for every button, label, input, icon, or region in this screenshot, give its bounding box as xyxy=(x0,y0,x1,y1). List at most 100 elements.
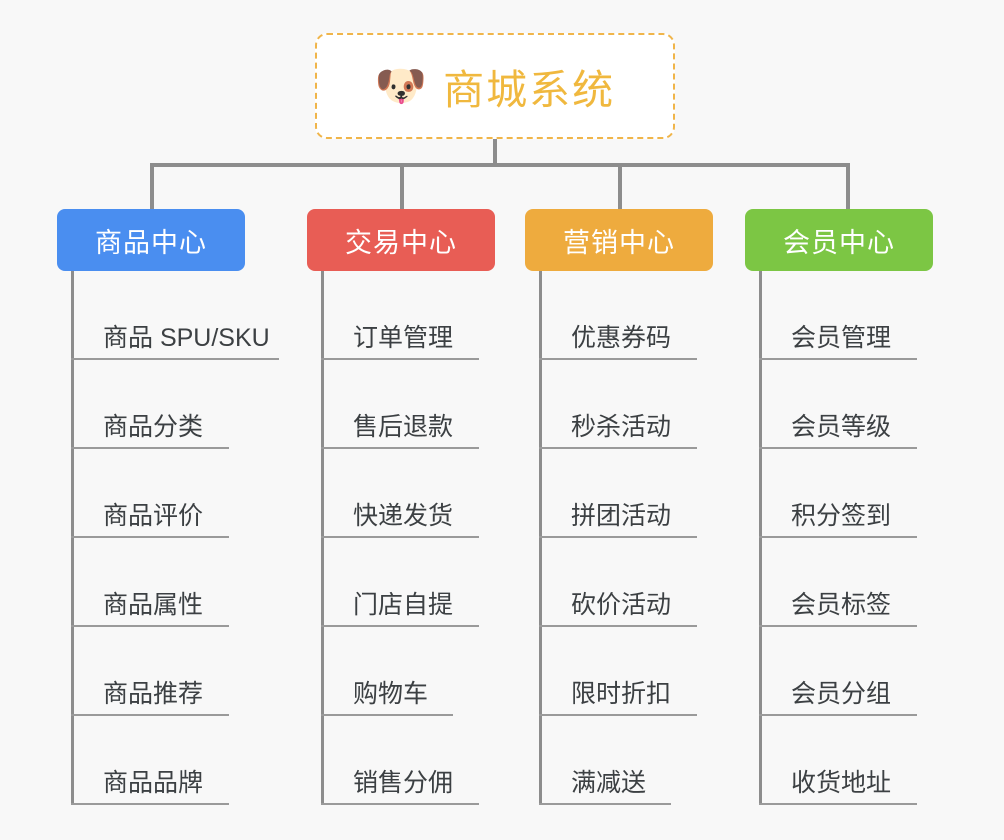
leaf-item[interactable]: 收货地址 xyxy=(759,716,933,805)
leaf-label: 积分签到 xyxy=(791,502,892,530)
category-column-member-center: 会员中心 会员管理 会员等级 积分签到 会员标签 会员分组 xyxy=(745,209,933,805)
leaf-label: 秒杀活动 xyxy=(571,413,672,441)
leaf-underline xyxy=(321,358,479,360)
leaf-underline xyxy=(759,358,917,360)
leaf-label: 商品 SPU/SKU xyxy=(103,324,270,352)
connector-drop-4 xyxy=(846,163,850,209)
category-header-product-center[interactable]: 商品中心 xyxy=(57,209,245,271)
category-header-member-center[interactable]: 会员中心 xyxy=(745,209,933,271)
leaf-underline xyxy=(539,714,697,716)
leaf-item[interactable]: 商品分类 xyxy=(71,360,270,449)
leaf-label: 限时折扣 xyxy=(571,680,672,708)
leaf-item[interactable]: 门店自提 xyxy=(321,538,495,627)
leaf-item[interactable]: 秒杀活动 xyxy=(539,360,713,449)
category-column-marketing-center: 营销中心 优惠券码 秒杀活动 拼团活动 砍价活动 限时折扣 xyxy=(525,209,713,805)
leaf-underline xyxy=(321,447,479,449)
leaf-underline xyxy=(539,536,697,538)
category-column-trade-center: 交易中心 订单管理 售后退款 快递发货 门店自提 购物车 xyxy=(307,209,495,805)
leaf-item[interactable]: 商品 SPU/SKU xyxy=(71,271,279,360)
leaf-item[interactable]: 拼团活动 xyxy=(539,449,713,538)
leaf-item[interactable]: 快递发货 xyxy=(321,449,495,538)
leaf-item[interactable]: 积分签到 xyxy=(759,449,933,538)
leaf-label: 会员等级 xyxy=(791,413,892,441)
connector-drop-3 xyxy=(618,163,622,209)
leaf-underline xyxy=(321,803,479,805)
leaf-list-product-center: 商品 SPU/SKU 商品分类 商品评价 商品属性 商品推荐 商品品牌 xyxy=(71,271,279,805)
leaf-item[interactable]: 商品品牌 xyxy=(71,716,270,805)
leaf-underline xyxy=(759,625,917,627)
leaf-underline xyxy=(539,625,697,627)
leaf-underline xyxy=(539,803,671,805)
leaf-label: 拼团活动 xyxy=(571,502,672,530)
leaf-item[interactable]: 商品评价 xyxy=(71,449,270,538)
leaf-underline xyxy=(759,803,917,805)
category-header-label: 会员中心 xyxy=(783,227,895,258)
category-header-label: 营销中心 xyxy=(563,227,675,258)
leaf-item[interactable]: 优惠券码 xyxy=(539,271,713,360)
leaf-label: 会员标签 xyxy=(791,591,892,619)
leaf-item[interactable]: 订单管理 xyxy=(321,271,495,360)
leaf-underline xyxy=(71,447,229,449)
category-header-marketing-center[interactable]: 营销中心 xyxy=(525,209,713,271)
root-node[interactable]: 🐶 商城系统 xyxy=(315,33,675,139)
leaf-underline xyxy=(321,625,479,627)
leaf-list-marketing-center: 优惠券码 秒杀活动 拼团活动 砍价活动 限时折扣 满减送 xyxy=(539,271,713,805)
leaf-item[interactable]: 砍价活动 xyxy=(539,538,713,627)
leaf-label: 会员管理 xyxy=(791,324,892,352)
leaf-label: 商品分类 xyxy=(103,413,204,441)
connector-horizontal-bus xyxy=(150,163,850,167)
category-header-trade-center[interactable]: 交易中心 xyxy=(307,209,495,271)
leaf-trunk xyxy=(539,271,542,805)
leaf-label: 售后退款 xyxy=(353,413,454,441)
leaf-item[interactable]: 购物车 xyxy=(321,627,495,716)
connector-drop-1 xyxy=(150,163,154,209)
leaf-underline xyxy=(71,803,229,805)
leaf-underline xyxy=(321,536,479,538)
connector-drop-2 xyxy=(400,163,404,209)
leaf-label: 砍价活动 xyxy=(571,591,672,619)
leaf-label: 收货地址 xyxy=(791,769,892,797)
leaf-label: 商品属性 xyxy=(103,591,204,619)
leaf-label: 商品评价 xyxy=(103,502,204,530)
leaf-item[interactable]: 限时折扣 xyxy=(539,627,713,716)
root-title: 商城系统 xyxy=(443,67,616,113)
leaf-item[interactable]: 售后退款 xyxy=(321,360,495,449)
leaf-underline xyxy=(71,714,229,716)
leaf-underline xyxy=(759,714,917,716)
leaf-label: 会员分组 xyxy=(791,680,892,708)
leaf-label: 商品推荐 xyxy=(103,680,204,708)
leaf-trunk xyxy=(71,271,74,805)
leaf-underline xyxy=(321,714,453,716)
leaf-underline xyxy=(539,447,697,449)
leaf-item[interactable]: 会员等级 xyxy=(759,360,933,449)
leaf-underline xyxy=(71,358,279,360)
category-header-label: 商品中心 xyxy=(95,227,207,258)
category-header-label: 交易中心 xyxy=(345,227,457,258)
leaf-label: 快递发货 xyxy=(353,502,454,530)
leaf-label: 销售分佣 xyxy=(353,769,454,797)
leaf-item[interactable]: 销售分佣 xyxy=(321,716,495,805)
leaf-label: 优惠券码 xyxy=(571,324,672,352)
leaf-trunk xyxy=(321,271,324,805)
leaf-item[interactable]: 会员管理 xyxy=(759,271,933,360)
leaf-item[interactable]: 商品属性 xyxy=(71,538,270,627)
leaf-label: 满减送 xyxy=(571,769,647,797)
category-column-product-center: 商品中心 商品 SPU/SKU 商品分类 商品评价 商品属性 商品推荐 xyxy=(57,209,279,805)
leaf-item[interactable]: 商品推荐 xyxy=(71,627,270,716)
leaf-underline xyxy=(759,536,917,538)
leaf-list-trade-center: 订单管理 售后退款 快递发货 门店自提 购物车 销售分佣 xyxy=(321,271,495,805)
leaf-trunk xyxy=(759,271,762,805)
leaf-item[interactable]: 会员标签 xyxy=(759,538,933,627)
leaf-label: 订单管理 xyxy=(353,324,454,352)
leaf-underline xyxy=(539,358,697,360)
leaf-label: 商品品牌 xyxy=(103,769,204,797)
leaf-item[interactable]: 满减送 xyxy=(539,716,713,805)
leaf-underline xyxy=(71,536,229,538)
leaf-item[interactable]: 会员分组 xyxy=(759,627,933,716)
leaf-list-member-center: 会员管理 会员等级 积分签到 会员标签 会员分组 收货地址 xyxy=(759,271,933,805)
dog-face-icon: 🐶 xyxy=(374,62,428,109)
leaf-underline xyxy=(759,447,917,449)
connector-root-stem xyxy=(493,139,497,165)
leaf-underline xyxy=(71,625,229,627)
